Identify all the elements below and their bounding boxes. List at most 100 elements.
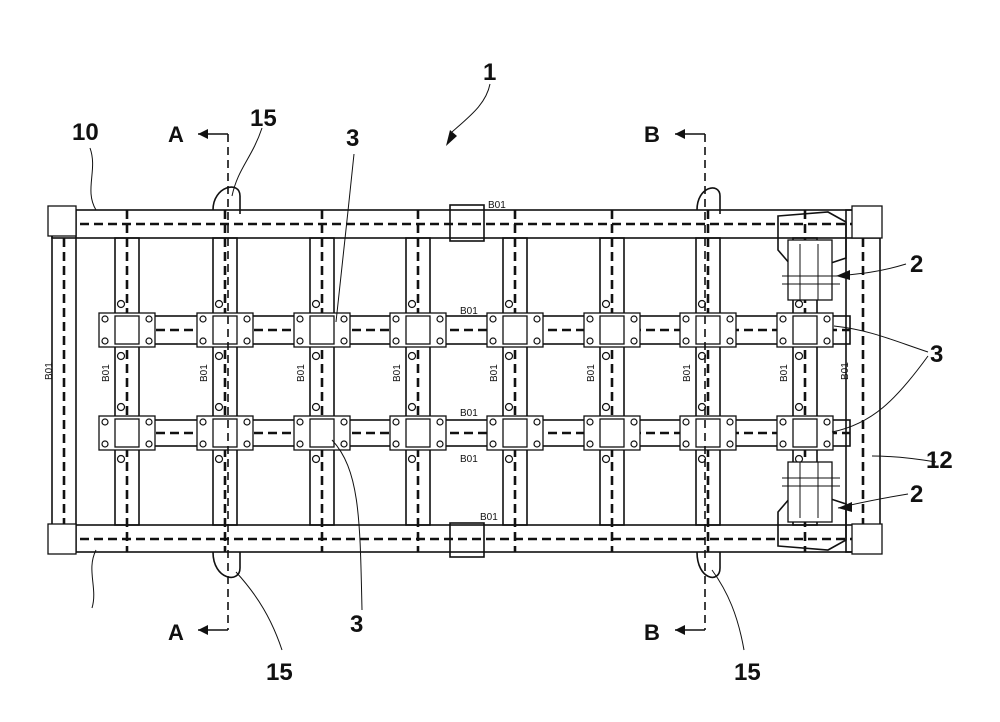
cross-member-6-joint-2-bolt-4 bbox=[631, 441, 637, 447]
ref-jack-top: 2 bbox=[910, 251, 923, 278]
cross-member-4-joint-1-bolt-3 bbox=[393, 338, 399, 344]
section-a-bottom: A bbox=[168, 620, 184, 645]
cross-member-6-joint-1-core bbox=[600, 316, 624, 344]
cross-member-5-joint-1-bolt-1 bbox=[490, 316, 496, 322]
cross-member-2-joint-1-pin-bottom bbox=[216, 353, 223, 360]
cross-member-4-joint-1-pin-bottom bbox=[409, 353, 416, 360]
cross-member-8-joint-1-bolt-1 bbox=[780, 316, 786, 322]
section-b-bottom: B bbox=[644, 620, 660, 645]
cross-member-5-joint-1-bolt-2 bbox=[534, 316, 540, 322]
cross-member-2-joint-2-bolt-2 bbox=[244, 419, 250, 425]
cross-member-8-joint-1-core bbox=[793, 316, 817, 344]
cross-member-5-joint-1-pin-top bbox=[506, 301, 513, 308]
cross-member-7-joint-1-bolt-1 bbox=[683, 316, 689, 322]
cross-member-3-code: B01 bbox=[296, 364, 307, 382]
cross-member-4-joint-2-bolt-4 bbox=[437, 441, 443, 447]
beam-code-rail-1: B01 bbox=[460, 306, 478, 317]
ref-beam-bottom: 3 bbox=[350, 611, 363, 638]
cross-member-8-joint-1-bolt-4 bbox=[824, 338, 830, 344]
cross-member-7-code: B01 bbox=[682, 364, 693, 382]
cross-member-5-joint-2-core bbox=[503, 419, 527, 447]
beam-code-rail-2b: B01 bbox=[460, 454, 478, 465]
cross-member-1-joint-2-bolt-3 bbox=[102, 441, 108, 447]
cross-member-6-joint-1-bolt-4 bbox=[631, 338, 637, 344]
cross-member-1-joint-1-pin-bottom bbox=[118, 353, 125, 360]
beam-code-bottom: B01 bbox=[480, 512, 498, 523]
ref-beam-right: 3 bbox=[930, 341, 943, 368]
cross-member-1-joint-1-bolt-2 bbox=[146, 316, 152, 322]
cross-member-2-joint-1-bolt-1 bbox=[200, 316, 206, 322]
cross-member-3-joint-2-pin-top bbox=[313, 404, 320, 411]
cross-member-8-joint-2-bolt-3 bbox=[780, 441, 786, 447]
cross-member-5-joint-1-core bbox=[503, 316, 527, 344]
cross-member-1-joint-1-bolt-3 bbox=[102, 338, 108, 344]
cross-member-1-joint-2-pin-top bbox=[118, 404, 125, 411]
cross-member-1-joint-1-bolt-4 bbox=[146, 338, 152, 344]
cross-member-1-code: B01 bbox=[101, 364, 112, 382]
cross-member-2-joint-1-bolt-3 bbox=[200, 338, 206, 344]
outer-frame bbox=[48, 205, 882, 557]
section-b-top: B bbox=[644, 122, 660, 147]
cross-member-4-joint-1-core bbox=[406, 316, 430, 344]
cross-member-6-code: B01 bbox=[586, 364, 597, 382]
leader-lines bbox=[90, 84, 936, 650]
beam-code-right-end: B01 bbox=[840, 362, 851, 380]
cross-member-1-joint-1-pin-top bbox=[118, 301, 125, 308]
cross-member-8-code: B01 bbox=[779, 364, 790, 382]
cross-member-2-joint-2-bolt-1 bbox=[200, 419, 206, 425]
cross-member-2-joint-1-core bbox=[213, 316, 237, 344]
cross-member-2-joint-1-bolt-2 bbox=[244, 316, 250, 322]
cross-member-1-joint-2-bolt-1 bbox=[102, 419, 108, 425]
cross-member-1-joint-2-core bbox=[115, 419, 139, 447]
cross-member-7-joint-2-bolt-3 bbox=[683, 441, 689, 447]
cross-member-2-joint-1-bolt-4 bbox=[244, 338, 250, 344]
cross-member-7-joint-2-bolt-4 bbox=[727, 441, 733, 447]
ref-frame-end: 12 bbox=[926, 447, 953, 474]
beam-code-top: B01 bbox=[488, 200, 506, 211]
cross-member-1-joint-2-bolt-2 bbox=[146, 419, 152, 425]
cross-member-6-joint-1-bolt-2 bbox=[631, 316, 637, 322]
cross-members: B01B01B01B01B01B01B01B01 bbox=[99, 210, 833, 552]
cross-member-8-joint-2-bolt-4 bbox=[824, 441, 830, 447]
cross-member-6-joint-2-pin-top bbox=[603, 404, 610, 411]
cross-member-4-joint-2-core bbox=[406, 419, 430, 447]
cross-member-3-joint-1-pin-bottom bbox=[313, 353, 320, 360]
cross-member-3-joint-2-bolt-3 bbox=[297, 441, 303, 447]
cross-member-3-joint-1-bolt-4 bbox=[341, 338, 347, 344]
cross-member-5-joint-2-bolt-1 bbox=[490, 419, 496, 425]
ref-lug-top: 15 bbox=[250, 105, 277, 132]
jack-bottom bbox=[778, 462, 846, 550]
ref-assembly: 1 bbox=[483, 59, 496, 86]
cross-member-4-joint-2-bolt-2 bbox=[437, 419, 443, 425]
cross-member-3-joint-2-core bbox=[310, 419, 334, 447]
cross-member-2-joint-2-pin-top bbox=[216, 404, 223, 411]
ref-lug-bottom-left: 15 bbox=[266, 659, 293, 686]
cross-member-7-joint-1-bolt-4 bbox=[727, 338, 733, 344]
cross-member-8-joint-1-bolt-2 bbox=[824, 316, 830, 322]
cross-member-4-joint-2-pin-bottom bbox=[409, 456, 416, 463]
cross-member-4-joint-2-bolt-1 bbox=[393, 419, 399, 425]
cross-member-6-joint-2-bolt-3 bbox=[587, 441, 593, 447]
cross-member-4-joint-2-pin-top bbox=[409, 404, 416, 411]
beam-code-rail-2: B01 bbox=[460, 408, 478, 419]
cross-member-5-joint-1-bolt-3 bbox=[490, 338, 496, 344]
cross-member-1-joint-2-bolt-4 bbox=[146, 441, 152, 447]
cross-member-2-joint-2-pin-bottom bbox=[216, 456, 223, 463]
cross-member-3-joint-2-bolt-1 bbox=[297, 419, 303, 425]
cross-member-5-code: B01 bbox=[489, 364, 500, 382]
cross-member-6-joint-1-bolt-3 bbox=[587, 338, 593, 344]
ref-lug-bottom-right: 15 bbox=[734, 659, 761, 686]
cross-member-5-joint-2-bolt-2 bbox=[534, 419, 540, 425]
section-a-top: A bbox=[168, 122, 184, 147]
cross-member-4-code: B01 bbox=[392, 364, 403, 382]
cross-member-7-joint-1-bolt-3 bbox=[683, 338, 689, 344]
cross-member-8-joint-2-bolt-2 bbox=[824, 419, 830, 425]
cross-member-7-joint-1-core bbox=[696, 316, 720, 344]
ref-beam-top: 3 bbox=[346, 125, 359, 152]
cross-member-3-joint-1-bolt-3 bbox=[297, 338, 303, 344]
cross-member-2-joint-1-pin-top bbox=[216, 301, 223, 308]
cross-member-1-joint-1-bolt-1 bbox=[102, 316, 108, 322]
cross-member-3-joint-1-bolt-1 bbox=[297, 316, 303, 322]
cross-member-5-joint-1-bolt-4 bbox=[534, 338, 540, 344]
